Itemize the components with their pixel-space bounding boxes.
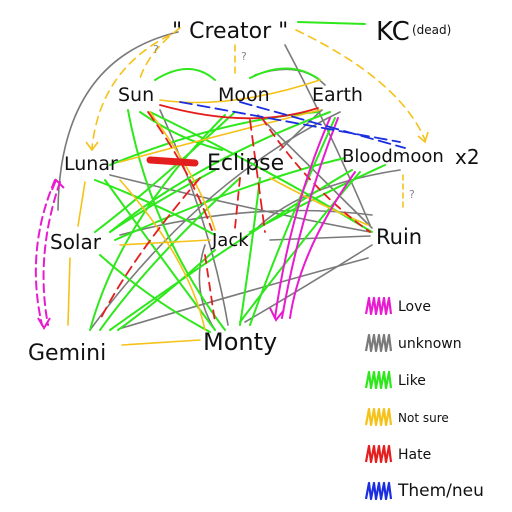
line-creator-sun-notsure xyxy=(139,27,181,79)
legend-item-love: Love xyxy=(364,296,431,316)
line-solar-gemini-love-2 xyxy=(42,181,61,326)
line-sun-earth-hate xyxy=(159,104,319,120)
line-eclipse-monty-like xyxy=(239,177,261,326)
line-earth-sun-notsure xyxy=(159,79,321,104)
node-earth: Earth xyxy=(312,84,363,106)
line-solar-monty-like xyxy=(99,254,211,333)
line-lunar-monty-like xyxy=(104,179,216,331)
node-solar: Solar xyxy=(50,230,102,254)
node-sun: Sun xyxy=(118,84,154,106)
line-moon-earth-like xyxy=(249,67,321,81)
node-kc: KC xyxy=(376,17,410,47)
node-bloodmoon: Bloodmoon xyxy=(342,146,444,167)
legend-item-unknown: unknown xyxy=(364,333,462,353)
line-eclipse-ruin-notsure xyxy=(269,177,369,226)
legend-label-not_sure: Not sure xyxy=(398,411,449,425)
line-jack-monty-hate xyxy=(204,254,216,323)
line-moon-ruin-hate xyxy=(261,117,371,233)
arrowhead-lunar xyxy=(85,141,99,152)
arrowhead-gemini-love xyxy=(37,317,51,330)
line-eclipse-solar-like xyxy=(109,169,216,233)
question-mark-creator-moon: ? xyxy=(241,50,247,63)
line-bloodmoon-monty-love xyxy=(289,171,356,319)
line-lunar-eclipse-hate xyxy=(146,156,199,167)
line-lunar-ruin-unknown xyxy=(109,174,371,233)
line-sun-monty-like xyxy=(127,109,226,331)
line-creator-lunar-notsure xyxy=(91,34,171,149)
line-jack-ruin-unknown xyxy=(269,235,371,241)
node-monty: Monty xyxy=(203,328,277,356)
legend-swatch-not_sure xyxy=(364,407,393,427)
line-moon-jack-hate xyxy=(249,119,266,233)
line-earth-monty-like xyxy=(249,117,336,326)
node-kc-note: (dead) xyxy=(412,23,451,37)
line-monty-ruin-unknown xyxy=(244,244,373,323)
line-creator-bloodmoon-notsure xyxy=(295,29,426,141)
arrowhead-solar-love xyxy=(51,178,65,191)
legend-swatch-love xyxy=(364,296,393,316)
node-bloodmoon-multiplier: x2 xyxy=(455,145,480,169)
node-jack: Jack xyxy=(211,230,249,251)
legend-item-hate: Hate xyxy=(364,444,431,464)
line-earth-monty-love xyxy=(274,117,331,319)
line-creator-gemini-unknown xyxy=(57,31,179,211)
line-solar-ruin-unknown xyxy=(119,209,373,236)
line-moon-gemini-like xyxy=(89,114,226,331)
legend-swatch-like xyxy=(364,370,393,390)
node-gemini: Gemini xyxy=(28,341,106,366)
line-eclipse-gemini-hate xyxy=(99,177,201,321)
node-moon: Moon xyxy=(218,84,270,106)
legend-label-them_neu: Them/neu xyxy=(397,481,484,501)
line-sun-eclipse-like xyxy=(139,111,223,151)
line-sun-ruin-like xyxy=(149,111,373,233)
character-labels: " Creator " KC (dead) Sun Moon Earth Lun… xyxy=(28,17,480,366)
line-earth-solar-like xyxy=(109,111,331,233)
line-jack-solar-notsure xyxy=(119,239,211,246)
legend-label-hate: Hate xyxy=(398,447,431,463)
line-jack-monty-unknown xyxy=(198,244,216,331)
line-gemini-monty-notsure xyxy=(121,339,201,346)
legend-label-unknown: unknown xyxy=(398,336,462,352)
question-mark-creator-sun: ? xyxy=(153,43,159,56)
arrowhead-bloodmoon xyxy=(417,131,429,144)
line-lunar-monty-notsure xyxy=(119,179,206,331)
line-monty-bloodmoon-like xyxy=(239,171,361,323)
node-eclipse: Eclipse xyxy=(207,151,284,176)
line-sun-bloodmoon-neutral xyxy=(179,101,401,143)
line-sun-moon-like xyxy=(154,68,216,81)
line-eclipse-jack-hate xyxy=(234,177,241,229)
legend-item-not_sure: Not sure xyxy=(364,407,449,427)
line-lunar-solar-notsure xyxy=(77,181,86,227)
legend-swatch-hate xyxy=(364,444,393,464)
legend-item-them_neu: Them/neu xyxy=(364,481,484,501)
node-ruin: Ruin xyxy=(376,225,422,249)
line-solar-gemini-notsure xyxy=(67,257,71,326)
node-creator: " Creator " xyxy=(172,19,288,44)
node-lunar: Lunar xyxy=(64,153,118,175)
legend-label-like: Like xyxy=(398,373,426,389)
line-earth-lunar-notsure xyxy=(119,109,321,163)
legend-swatch-them_neu xyxy=(364,481,393,501)
relationship-lines xyxy=(34,21,426,346)
legend-swatch-unknown xyxy=(364,333,393,353)
legend-label-love: Love xyxy=(398,299,431,315)
line-bloodmoon-jack-unknown xyxy=(254,169,401,231)
line-creator-kc-like xyxy=(297,21,366,25)
line-sun-jack-hate xyxy=(147,111,213,231)
line-sun-jack-notsure xyxy=(149,111,216,231)
line-lunar-jack-like xyxy=(94,179,216,236)
line-solar-gemini-love xyxy=(34,179,56,326)
question-mark-bloodmoon-ruin: ? xyxy=(409,188,415,201)
arrowhead-monty-love xyxy=(269,307,285,322)
line-earth-monty-love-2 xyxy=(281,117,339,319)
line-moon-bloodmoon-neutral xyxy=(239,101,406,149)
line-gemini-bloodmoon-like xyxy=(109,169,353,331)
legend-item-like: Like xyxy=(364,370,426,390)
line-jack-gemini-like xyxy=(117,249,216,331)
